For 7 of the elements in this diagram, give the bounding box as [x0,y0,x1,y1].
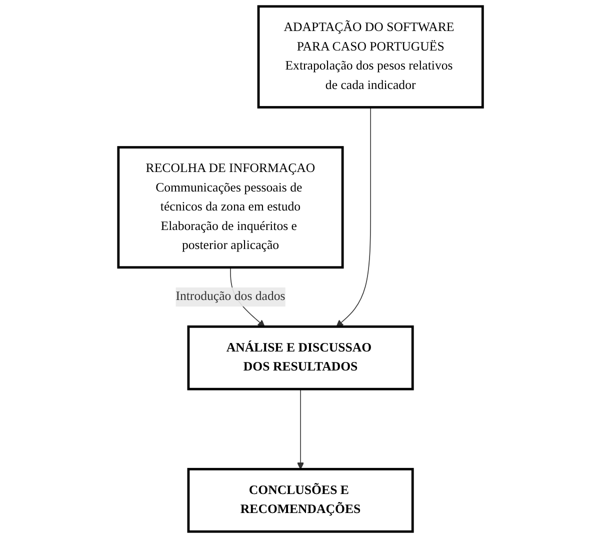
node-box: RECOLHA DE INFORMAÇAO Communicações pessoais de técnicos da zona em estudo Elaboração de inquéritos e posterior aplicação [117,146,344,269]
arrow [336,106,371,327]
arrow [296,388,304,470]
edge-label: Introdução dos dados [176,290,286,304]
node-box: ADAPTAÇÃO DO SOFTWARE PARA CASO PORTUGUËS Extrapolação dos pesos relativos de cada indicador [257,5,484,108]
node-box: CONCLUSÕES E RECOMENDAÇÕES [187,468,414,533]
node-box: ANÁLISE E DISCUSSAO DOS RESULTADOS [187,325,414,390]
